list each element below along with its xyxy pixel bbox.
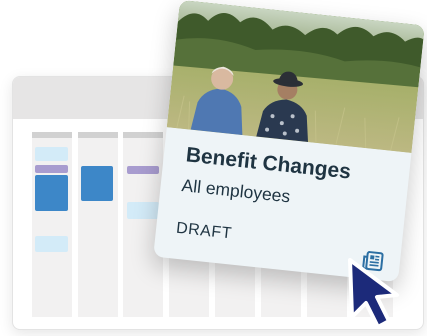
calendar-event[interactable] xyxy=(127,166,159,174)
calendar-event[interactable] xyxy=(35,147,68,161)
calendar-event[interactable] xyxy=(35,175,68,211)
calendar-column-header xyxy=(123,132,163,138)
calendar-event[interactable] xyxy=(81,166,113,201)
calendar-event[interactable] xyxy=(35,236,68,252)
mouse-cursor-icon xyxy=(343,257,403,331)
post-card[interactable]: Benefit Changes All employees DRAFT xyxy=(153,0,425,283)
calendar-column-header xyxy=(32,132,72,138)
calendar-column-header xyxy=(78,132,118,138)
status-label: DRAFT xyxy=(175,219,233,243)
calendar-event[interactable] xyxy=(35,165,68,173)
calendar-column xyxy=(78,132,118,317)
calendar-column xyxy=(32,132,72,317)
card-audience: All employees xyxy=(180,175,292,207)
calendar-event[interactable] xyxy=(127,202,159,219)
card-photo xyxy=(166,0,425,153)
